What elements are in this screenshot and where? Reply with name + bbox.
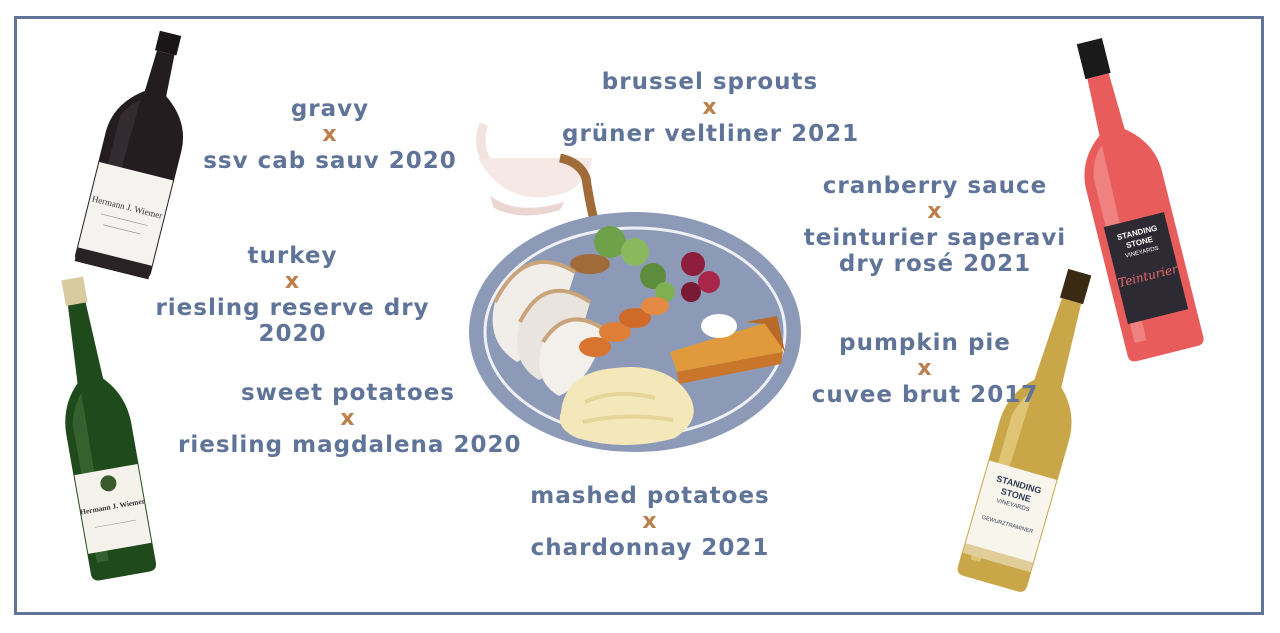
separator-x: x [322,122,338,147]
food-cranberry-sauce: cranberry sauce [822,173,1048,199]
food-pumpkin-pie: pumpkin pie [839,330,1011,356]
food-turkey: turkey [247,243,338,269]
pairing-cranberry-sauce: cranberry sauce x teinturier saperavi dr… [800,173,1070,277]
pairing-mashed-potatoes: mashed potatoes x chardonnay 2021 [510,483,790,561]
wine-riesling-magdalena: riesling magdalena 2020 [178,432,522,458]
wine-riesling-reserve-dry-line2: 2020 [258,321,327,347]
wine-gruner-veltliner: grüner veltliner 2021 [562,121,860,147]
pairing-sweet-potatoes: sweet potatoes x riesling magdalena 2020 [178,380,522,458]
separator-x: x [642,509,658,534]
wine-teinturier-saperavi-line1: teinturier saperavi [803,225,1067,251]
separator-x: x [284,269,301,294]
wine-chardonnay: chardonnay 2021 [530,535,770,561]
food-brussel-sprouts: brussel sprouts [601,69,819,95]
riesling-bottle-icon: Hermann J. Wiemer [61,276,157,581]
separator-x: x [917,356,933,381]
food-gravy: gravy [290,96,370,122]
separator-x: x [702,95,718,120]
separator-x: x [927,199,943,224]
dinner-plate-icon [469,212,801,452]
wine-ssv-cab-sauv: ssv cab sauv 2020 [203,148,457,174]
food-mashed-potatoes: mashed potatoes [530,483,770,509]
pairing-brussel-sprouts: brussel sprouts x grüner veltliner 2021 [562,69,858,147]
rose-bottle-icon: STANDING STONE VINEYARDS Teinturier [1076,37,1204,362]
wine-teinturier-saperavi-line2: dry rosé 2021 [838,251,1032,277]
food-sweet-potatoes: sweet potatoes [240,380,455,406]
pairing-pumpkin-pie: pumpkin pie x cuvee brut 2017 [810,330,1040,408]
gewurztraminer-bottle-icon: STANDING STONE VINEYARDS GEWURZTRAMINER [957,268,1092,592]
wine-cuvee-brut: cuvee brut 2017 [811,382,1039,408]
red-wine-bottle-icon: Hermann J. Wiemer [74,30,184,280]
pairing-gravy: gravy x ssv cab sauv 2020 [200,96,460,174]
pairing-turkey: turkey x riesling reserve dry 2020 [150,243,435,347]
separator-x: x [340,406,356,431]
wine-riesling-reserve-dry-line1: riesling reserve dry [155,295,430,321]
